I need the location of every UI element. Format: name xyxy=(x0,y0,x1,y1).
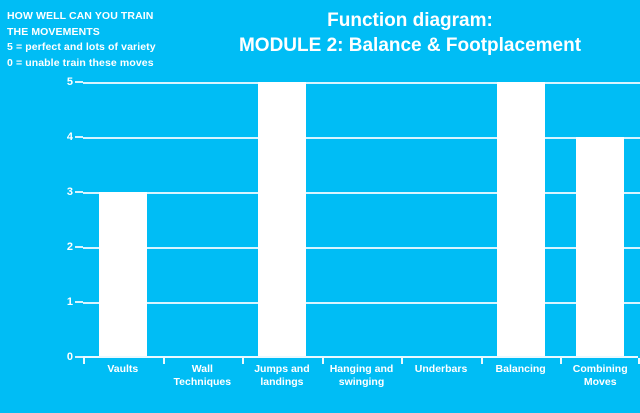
y-tick-label-0: 0 xyxy=(66,351,73,363)
plot-area xyxy=(83,82,640,357)
x-tick-mark xyxy=(560,358,563,364)
y-tick-label-2: 2 xyxy=(66,241,73,253)
gridline-3 xyxy=(83,192,640,194)
x-tick-mark xyxy=(480,358,483,364)
gridline-5 xyxy=(83,82,640,84)
legend-line-4: 0 = unable train these moves xyxy=(7,56,154,69)
x-label-wall-techniques: Wall Techniques xyxy=(173,363,232,388)
bar xyxy=(98,192,147,357)
scale-legend: HOW WELL CAN YOU TRAIN THE MOVEMENTS 5 =… xyxy=(7,9,197,71)
y-tick-mark-2 xyxy=(75,246,83,248)
y-tick-mark-4 xyxy=(75,136,83,138)
y-tick-mark-1 xyxy=(75,301,83,303)
gridline-1 xyxy=(83,302,640,304)
chart-title-line-2: MODULE 2: Balance & Footplacement xyxy=(238,35,582,56)
y-tick-label-1: 1 xyxy=(66,296,73,308)
y-tick-mark-3 xyxy=(75,191,83,193)
x-label-balancing: Balancing xyxy=(495,363,546,375)
x-tick-mark xyxy=(401,358,404,364)
x-label-hanging-and-swinging: Hanging and swinging xyxy=(329,363,394,388)
legend-line-1: HOW WELL CAN YOU TRAIN xyxy=(7,10,154,22)
gridline-4 xyxy=(83,137,640,139)
y-tick-mark-0 xyxy=(75,356,83,358)
bar xyxy=(258,82,306,357)
x-tick-mark xyxy=(638,358,640,364)
bar xyxy=(496,82,545,357)
x-tick-mark xyxy=(321,358,324,364)
x-label-vaults: Vaults xyxy=(107,363,139,375)
gridline-2 xyxy=(83,247,640,249)
y-tick-label-4: 4 xyxy=(66,131,73,143)
y-tick-mark-5 xyxy=(75,81,83,83)
chart-title-line-1: Function diagram: xyxy=(327,10,493,31)
chart-title: Function diagram: MODULE 2: Balance & Fo… xyxy=(190,8,630,58)
x-tick-mark xyxy=(83,358,85,364)
x-label-jumps-and-landings: Jumps and landings xyxy=(254,363,310,388)
x-tick-mark xyxy=(162,358,165,364)
x-tick-mark xyxy=(242,358,245,364)
y-tick-label-5: 5 xyxy=(66,76,73,88)
y-tick-label-3: 3 xyxy=(66,186,73,198)
x-label-underbars: Underbars xyxy=(414,363,468,375)
legend-line-2: THE MOVEMENTS xyxy=(7,25,100,38)
bar xyxy=(576,137,625,357)
x-axis-line xyxy=(83,356,638,358)
x-label-combining-moves: Combining Moves xyxy=(572,363,628,388)
legend-line-3: 5 = perfect and lots of variety xyxy=(7,41,156,53)
